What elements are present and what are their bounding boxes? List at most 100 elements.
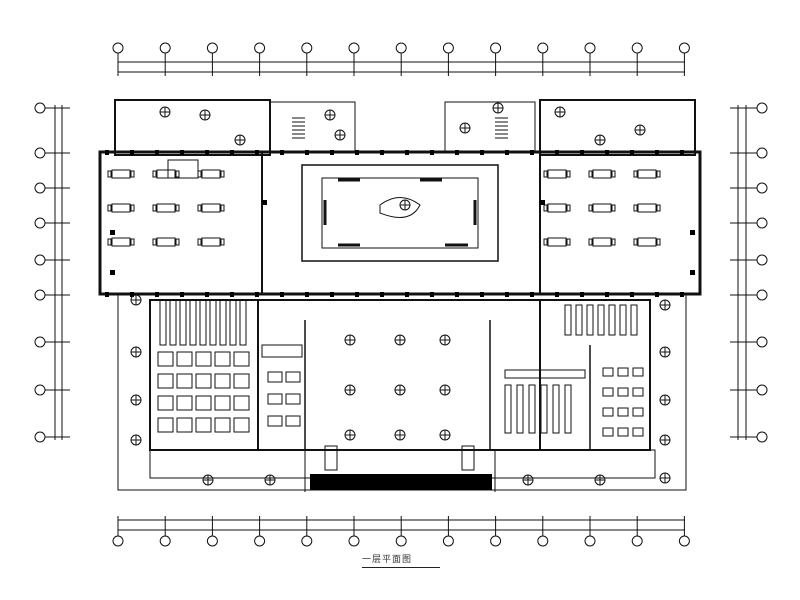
axis-marker [34,217,46,229]
axis-marker [112,535,124,547]
desk [617,367,629,377]
column [255,292,259,297]
chair [152,204,157,212]
column [130,150,134,155]
bookshelf [179,299,187,346]
column [380,150,384,155]
desk [233,351,250,367]
column [355,292,359,297]
chair [197,204,202,212]
axis-marker [34,102,46,114]
column [305,292,309,297]
plant [594,134,606,146]
desk [195,417,212,433]
bookshelf [575,304,583,336]
column [580,292,584,297]
chair [611,204,616,212]
axis-marker [442,535,454,547]
plant [130,434,142,446]
desk [602,407,614,417]
column [205,150,209,155]
chair [107,238,112,246]
bookshelf [564,384,572,434]
plant [130,346,142,358]
top-axis-grid [112,42,690,76]
plant [394,334,406,346]
column [530,150,534,155]
plant [130,394,142,406]
stair [167,159,199,179]
plant [439,384,451,396]
table [156,169,176,179]
desk [602,367,614,377]
chair [543,170,548,178]
desk [632,367,644,377]
bookshelf [239,299,247,346]
desk [617,407,629,417]
column [480,292,484,297]
bookshelf [597,304,605,336]
column [205,292,209,297]
column [180,150,184,155]
column [540,200,545,205]
drawing-title: 一层平面图 [362,555,413,565]
axis-marker [112,42,124,54]
table [637,169,657,179]
column [305,150,309,155]
left-axis-grid [34,102,70,443]
bookshelf [159,299,167,346]
column [690,230,695,235]
main-entrance-steps [310,474,492,490]
column [430,150,434,155]
table [111,203,131,213]
desk [602,427,614,437]
chair [566,238,571,246]
counter [261,344,303,358]
column [455,292,459,297]
column [230,150,234,155]
table [637,237,657,247]
bookshelf [229,299,237,346]
axis-marker [537,535,549,547]
bookshelf [169,299,177,346]
desk [176,417,193,433]
column [110,230,115,235]
desk [233,373,250,389]
column [180,292,184,297]
chair [130,170,135,178]
column [430,292,434,297]
axis-marker [254,535,266,547]
axis-marker [34,384,46,396]
column [530,292,534,297]
rockery [379,197,421,218]
chair [588,204,593,212]
axis-marker [631,535,643,547]
chair [566,204,571,212]
plant [344,429,356,441]
axis-marker [584,535,596,547]
axis-marker [756,217,768,229]
desk [157,351,174,367]
axis-marker [631,42,643,54]
bookshelf [552,384,560,434]
axis-marker [756,289,768,301]
plant [659,299,671,311]
shelf-row [504,369,586,379]
axis-marker [206,42,218,54]
axis-marker [756,254,768,266]
entrance-stair [324,445,338,471]
plant [634,124,646,136]
chair [611,238,616,246]
chair [107,204,112,212]
table [637,203,657,213]
plant [459,122,471,134]
table [592,169,612,179]
column [655,150,659,155]
axis-marker [254,42,266,54]
desk [632,427,644,437]
desk [602,387,614,397]
plant [344,334,356,346]
column [505,150,509,155]
desk [214,373,231,389]
